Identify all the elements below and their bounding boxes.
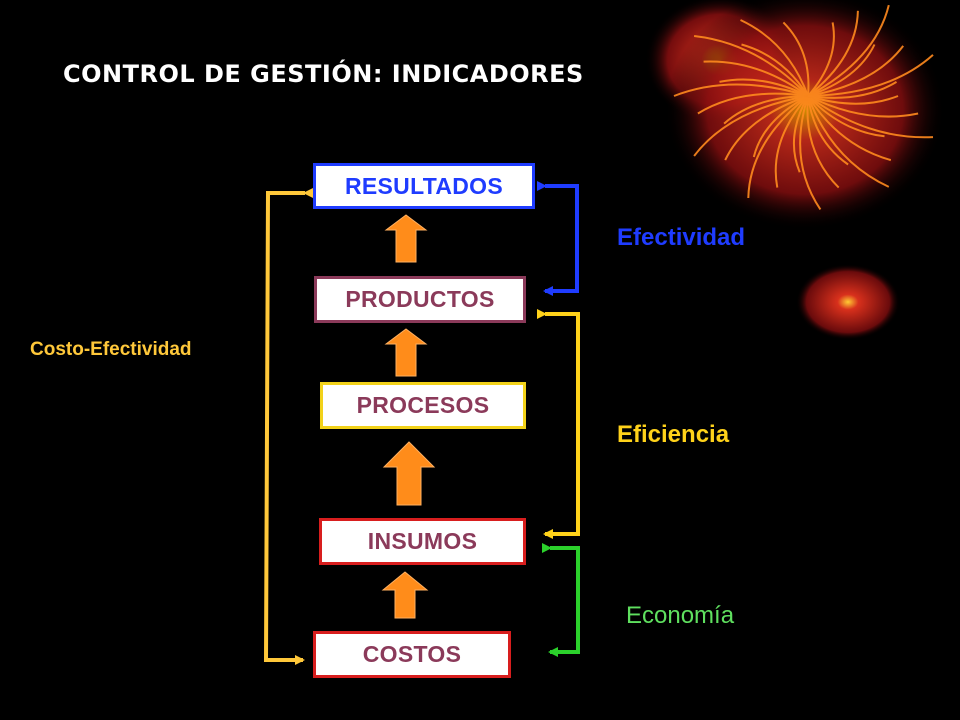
firework-ray <box>741 43 809 97</box>
efectividad-connector <box>537 181 579 296</box>
eficiencia-connector <box>537 309 580 539</box>
flow-arrow-costos-to-insumos <box>381 571 429 619</box>
box-procesos: PROCESOS <box>320 382 526 429</box>
firework-ray <box>807 95 885 138</box>
firework-ray <box>807 95 892 162</box>
firework-ray <box>747 95 809 199</box>
firework-ray <box>807 54 934 97</box>
firework-ray <box>807 95 899 105</box>
label-eficiencia: Eficiencia <box>617 421 730 448</box>
firework-ray <box>719 78 809 97</box>
firework-ray <box>806 95 840 189</box>
firework-ray <box>807 4 890 97</box>
firework-ray <box>673 83 809 97</box>
economia-connector <box>542 543 580 657</box>
firework-ray <box>807 10 859 97</box>
firework-rays <box>673 4 934 210</box>
firework-ray <box>723 95 809 125</box>
firework-ray <box>774 95 809 188</box>
box-productos-label: PRODUCTOS <box>345 286 495 312</box>
box-resultados-label: RESULTADOS <box>344 172 504 199</box>
label-efectividad: Efectividad <box>617 224 746 251</box>
firework-ray <box>703 60 809 97</box>
firework-ray <box>807 22 835 97</box>
firework-ray <box>752 95 809 158</box>
firework-ray <box>807 95 890 188</box>
firework-ray <box>792 95 809 173</box>
flow-arrow-procesos-to-productos <box>384 328 428 377</box>
page-title: CONTROL DE GESTIÓN: INDICADORES <box>63 60 584 88</box>
flow-arrow-insumos-to-procesos <box>382 441 436 506</box>
label-costo-efectividad: Costo-Efectividad <box>30 339 192 360</box>
firework-ray <box>693 35 809 97</box>
box-costos: COSTOS <box>313 631 511 678</box>
box-procesos-label: PROCESOS <box>356 392 490 418</box>
firework-ray <box>807 81 898 99</box>
box-insumos: INSUMOS <box>319 518 526 565</box>
box-insumos-label: INSUMOS <box>367 528 478 554</box>
firework-ray <box>807 95 849 166</box>
firework-ray <box>807 95 919 118</box>
firework-ray <box>807 95 934 139</box>
firework-ray <box>799 95 822 210</box>
firework-ray <box>807 44 876 97</box>
box-costos-label: COSTOS <box>362 641 462 667</box>
flow-arrow-productos-to-resultados <box>384 214 428 263</box>
label-economia: Economía <box>626 602 735 629</box>
firework-ray <box>782 21 810 97</box>
firework-ray <box>740 19 809 97</box>
box-productos: PRODUCTOS <box>314 276 526 323</box>
firework-ray <box>697 92 809 115</box>
firework-glow-large <box>665 0 945 230</box>
firework-ray <box>807 45 904 97</box>
firework-ray <box>724 95 809 161</box>
box-resultados: RESULTADOS <box>313 163 535 209</box>
firework-glow-orb <box>796 264 900 340</box>
costo-efectividad-connector <box>263 188 313 665</box>
firework-ray <box>693 95 809 157</box>
